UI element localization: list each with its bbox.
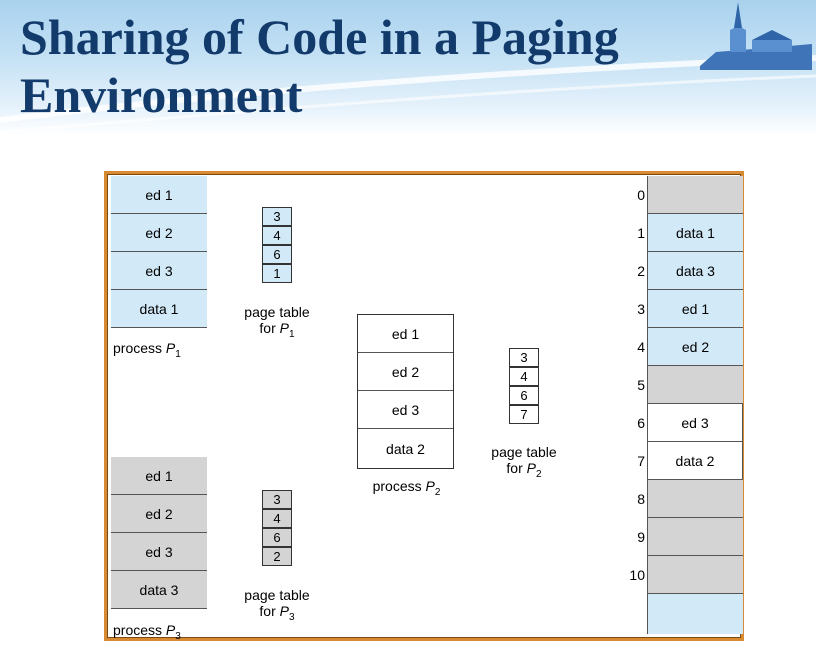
- p1-page-3: data 1: [111, 290, 207, 328]
- p1-table-entry: 3: [262, 207, 292, 226]
- memory-frame-3: ed 1: [648, 290, 743, 328]
- memory-frame-0: [648, 176, 743, 214]
- frame-number: 7: [637, 453, 645, 469]
- p1-page-2: ed 3: [111, 252, 207, 290]
- p1-table-caption: page table for P1: [244, 304, 310, 340]
- p3-page-2: ed 3: [111, 533, 207, 571]
- p1-table-entry: 6: [262, 245, 292, 264]
- frame-number: 6: [637, 415, 645, 431]
- memory-frame-extra: [648, 594, 743, 634]
- memory-frame-5: [648, 366, 743, 404]
- frame-number: 4: [637, 339, 645, 355]
- header-band: [0, 0, 816, 135]
- physical-memory: data 1 data 3 ed 1 ed 2 ed 3 data 2: [647, 176, 744, 634]
- frame-number: 0: [637, 187, 645, 203]
- p3-page-0: ed 1: [111, 457, 207, 495]
- diagram-frame: ed 1 ed 2 ed 3 data 1 process P1 3 4 6 1…: [104, 171, 744, 642]
- p3-page-3: data 3: [111, 571, 207, 609]
- p1-page-1: ed 2: [111, 214, 207, 252]
- p3-table-caption: page table for P3: [244, 587, 310, 623]
- church-logo: [700, 2, 812, 70]
- p2-table-entry: 7: [509, 405, 539, 424]
- header-swoosh: [0, 55, 816, 134]
- p3-table-entry: 2: [262, 547, 292, 566]
- p3-label: process P3: [113, 622, 181, 642]
- p3-table-entry: 4: [262, 509, 292, 528]
- p3-table-entry: 6: [262, 528, 292, 547]
- p2-page-0: ed 1: [358, 315, 453, 353]
- p1-label: process P1: [113, 340, 181, 360]
- frame-number: 9: [637, 529, 645, 545]
- p2-table-entry: 6: [509, 386, 539, 405]
- memory-frame-9: [648, 518, 743, 556]
- memory-frame-4: ed 2: [648, 328, 743, 366]
- process-p2: ed 1 ed 2 ed 3 data 2: [357, 314, 454, 469]
- p2-page-3: data 2: [358, 429, 453, 468]
- p1-table-entry: 1: [262, 264, 292, 283]
- frame-number: 2: [637, 263, 645, 279]
- p3-page-1: ed 2: [111, 495, 207, 533]
- frame-number: 1: [637, 225, 645, 241]
- frame-number: 3: [637, 301, 645, 317]
- p2-label: process P2: [372, 478, 441, 498]
- p3-table-entry: 3: [262, 490, 292, 509]
- frame-number: 8: [637, 491, 645, 507]
- slide-title: Sharing of Code in a Paging Environment: [20, 8, 700, 124]
- memory-frame-2: data 3: [648, 252, 743, 290]
- p2-table-entry: 3: [509, 348, 539, 367]
- memory-frame-8: [648, 480, 743, 518]
- p1-table-entry: 4: [262, 226, 292, 245]
- p1-page-0: ed 1: [111, 176, 207, 214]
- frame-number: 5: [637, 377, 645, 393]
- slide-title-line-2: Environment: [20, 67, 303, 123]
- frame-number: 10: [629, 567, 645, 583]
- slide-title-line-1: Sharing of Code in a Paging: [20, 9, 619, 65]
- p2-page-2: ed 3: [358, 391, 453, 429]
- p2-table-caption: page table for P2: [491, 444, 557, 480]
- p2-page-1: ed 2: [358, 353, 453, 391]
- memory-frame-7: data 2: [648, 442, 743, 480]
- memory-frame-1: data 1: [648, 214, 743, 252]
- memory-frame-6: ed 3: [648, 404, 743, 442]
- memory-frame-10: [648, 556, 743, 594]
- p2-table-entry: 4: [509, 367, 539, 386]
